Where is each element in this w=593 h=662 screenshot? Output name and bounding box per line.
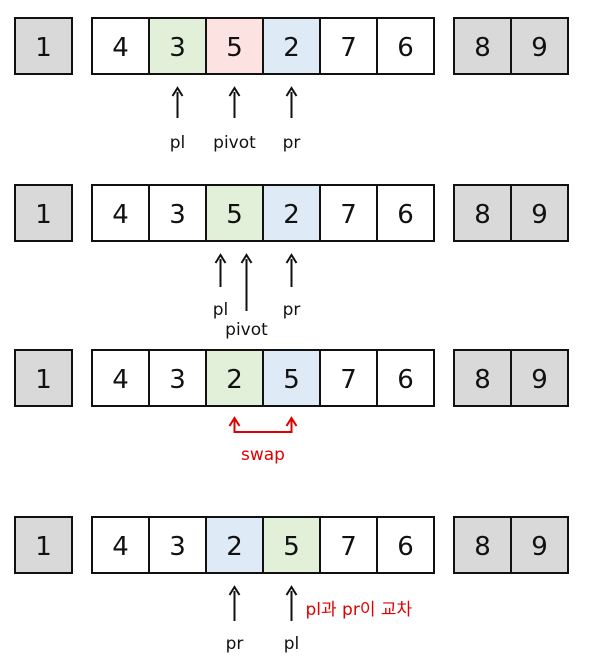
row-2-cell-3 [262, 184, 321, 242]
row-1-cell-1-value: 3 [169, 33, 186, 63]
row-2-cell-0 [91, 184, 150, 242]
row-2-arrow-pr-head [285, 253, 298, 264]
row-4-sorted-right-0-value: 8 [474, 532, 491, 562]
row-4-sorted-left [14, 516, 73, 574]
row-1-cell-4-value: 7 [340, 33, 357, 63]
row-2-cell-5 [376, 184, 435, 242]
row-4-cell-4 [319, 516, 378, 574]
row-4-cell-3-value: 5 [283, 532, 300, 562]
row-3-sorted-left-value: 1 [35, 365, 52, 395]
row-2-arrow-pl-head [214, 253, 227, 264]
row-3-swap-bracket [233, 418, 293, 433]
row-4-arrow-pl-head [285, 585, 298, 596]
row-2-cell-2 [205, 184, 264, 242]
row-1-sorted-left-value: 1 [35, 33, 52, 63]
row-1-cell-2-value: 5 [226, 33, 243, 63]
row-1-cell-0 [91, 17, 150, 75]
row-1-cell-5-value: 6 [397, 33, 414, 63]
row-3-cell-5-value: 6 [397, 365, 414, 395]
row-3-cell-4-value: 7 [340, 365, 357, 395]
row-2-cell-1-value: 3 [169, 200, 186, 230]
row-3-sorted-right-0 [453, 349, 512, 407]
row-1-cell-0-value: 4 [112, 33, 129, 63]
row-4-cell-3 [262, 516, 321, 574]
row-2-sorted-left-value: 1 [35, 200, 52, 230]
row-1-cell-3-value: 2 [283, 33, 300, 63]
row-3-cell-3-value: 5 [283, 365, 300, 395]
row-2-cell-1 [148, 184, 207, 242]
row-2-label-pr: pr [283, 300, 301, 320]
row-3-cell-1 [148, 349, 207, 407]
row-1-cell-3 [262, 17, 321, 75]
row-3-sorted-right-0-value: 8 [474, 365, 491, 395]
row-1-cell-1 [148, 17, 207, 75]
row-1-label-pivot: pivot [213, 133, 256, 153]
row-4-cell-4-value: 7 [340, 532, 357, 562]
row-2-sorted-right-0 [453, 184, 512, 242]
row-4-cell-1-value: 3 [169, 532, 186, 562]
row-3-cell-0-value: 4 [112, 365, 129, 395]
row-4-cell-2 [205, 516, 264, 574]
row-4-sorted-right-1 [510, 516, 569, 574]
row-4-cell-2-value: 2 [226, 532, 243, 562]
row-3-sorted-right-1 [510, 349, 569, 407]
row-1-label-pl: pl [170, 133, 186, 153]
row-1-arrow-pl-head [171, 86, 184, 97]
row-4-label-note: pl과 pr이 교차 [306, 600, 413, 620]
row-3-sorted-left [14, 349, 73, 407]
row-1-sorted-left [14, 17, 73, 75]
row-1-arrow-pivot-head [228, 86, 241, 97]
row-4-label-pl: pl [284, 634, 300, 654]
row-3-cell-0 [91, 349, 150, 407]
row-3-cell-2-value: 2 [226, 365, 243, 395]
row-1-cell-5 [376, 17, 435, 75]
row-1-sorted-right-0 [453, 17, 512, 75]
row-2-sorted-left [14, 184, 73, 242]
row-1-sorted-right-1-value: 9 [531, 33, 548, 63]
row-3-label-swap: swap [241, 445, 285, 465]
row-4-cell-0 [91, 516, 150, 574]
row-3-cell-1-value: 3 [169, 365, 186, 395]
row-1-sorted-right-0-value: 8 [474, 33, 491, 63]
row-4-arrow-pr-head [228, 585, 241, 596]
row-2-cell-3-value: 2 [283, 200, 300, 230]
row-4-sorted-right-0 [453, 516, 512, 574]
row-2-label-pivot: pivot [225, 320, 268, 340]
row-4-sorted-right-1-value: 9 [531, 532, 548, 562]
row-4-cell-0-value: 4 [112, 532, 129, 562]
row-2-sorted-right-0-value: 8 [474, 200, 491, 230]
row-3-cell-4 [319, 349, 378, 407]
row-1-sorted-right-1 [510, 17, 569, 75]
row-2-cell-0-value: 4 [112, 200, 129, 230]
row-4-label-pr: pr [226, 634, 244, 654]
row-3-swap-head-right [285, 416, 298, 427]
row-2-cell-5-value: 6 [397, 200, 414, 230]
row-1-cell-4 [319, 17, 378, 75]
row-3-cell-5 [376, 349, 435, 407]
row-2-cell-4-value: 7 [340, 200, 357, 230]
row-2-sorted-right-1 [510, 184, 569, 242]
row-4-sorted-left-value: 1 [35, 532, 52, 562]
row-2-label-pl: pl [213, 300, 229, 320]
row-2-sorted-right-1-value: 9 [531, 200, 548, 230]
row-2-cell-2-value: 5 [226, 200, 243, 230]
row-1-label-pr: pr [283, 133, 301, 153]
row-2-arrow-pivot-head [240, 253, 253, 264]
row-4-cell-5 [376, 516, 435, 574]
row-3-sorted-right-1-value: 9 [531, 365, 548, 395]
row-1-arrow-pr-head [285, 86, 298, 97]
row-4-cell-5-value: 6 [397, 532, 414, 562]
row-3-swap-head-left [228, 416, 241, 427]
